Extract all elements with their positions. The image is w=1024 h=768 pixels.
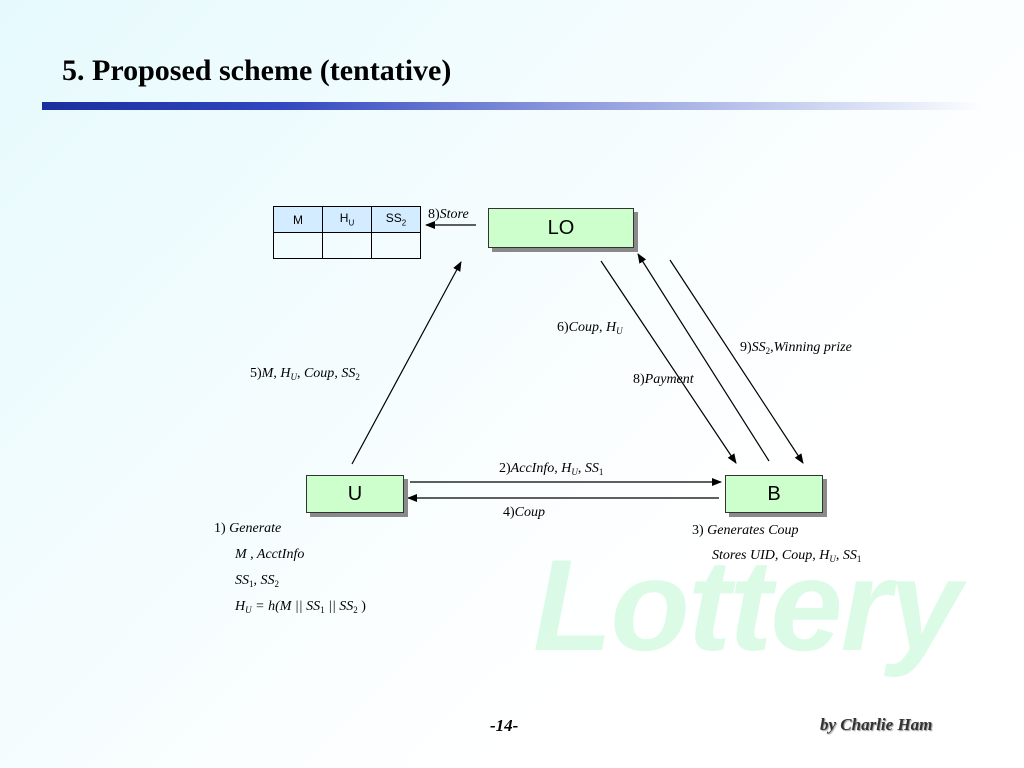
- note-b-line1: 3) Generates Coup: [692, 523, 799, 539]
- label-step2-ss-sub: 1: [598, 467, 604, 477]
- note-u-l4-h: H: [235, 599, 246, 614]
- note-u-l3-sep: ,: [253, 573, 261, 588]
- node-u: U: [306, 475, 404, 513]
- label-step5-ss: SS: [341, 366, 356, 381]
- slide-title: 5. Proposed scheme (tentative): [62, 54, 452, 87]
- note-b-stores-sub: 1: [856, 554, 862, 564]
- page-number: -14-: [490, 716, 519, 735]
- node-lo: LO: [488, 208, 634, 248]
- note-u-line2: M , AcctInfo: [235, 547, 305, 562]
- label-step6-h: H: [606, 320, 617, 335]
- note-u-l3-ss: SS: [235, 573, 249, 588]
- title-underline: [42, 102, 982, 110]
- label-step5-sep: ,: [334, 366, 342, 381]
- label-step5-sep: ,: [296, 366, 304, 381]
- label-step2-sep: ,: [577, 461, 585, 476]
- store-table-empty-row: [273, 232, 421, 259]
- header-hu-base: H: [339, 211, 349, 226]
- note-u-line1: 1) Generate: [214, 521, 281, 537]
- label-step5-h: H: [280, 366, 291, 381]
- note-u-l3-sub2: 2: [274, 579, 280, 589]
- label-step9-sep: ,: [770, 340, 774, 355]
- watermark: Lottery: [533, 532, 962, 678]
- store-table-cell: [322, 232, 372, 259]
- label-step9-ss: SS: [751, 340, 766, 355]
- store-table-cell: [371, 232, 421, 259]
- label-step5-num: 5): [250, 366, 262, 381]
- label-store: 8)Store: [428, 207, 469, 223]
- note-u-generate: Generate: [229, 521, 282, 536]
- note-b-generates: Generates Coup: [707, 523, 799, 538]
- label-step2-num: 2): [499, 461, 511, 476]
- label-payment: 8)Payment: [633, 372, 694, 388]
- label-step2-acc: AccInfo: [510, 461, 555, 476]
- label-step2: 2)AccInfo, HU, SS1: [499, 461, 603, 477]
- label-step9-num: 9): [740, 340, 752, 355]
- label-step6-coup: Coup: [568, 320, 600, 335]
- note-u-l4-sub2: 2: [353, 605, 358, 615]
- note-u-l3-sub1: 1: [249, 579, 254, 589]
- label-step4-text: Coup: [514, 505, 546, 520]
- label-step9-ss-sub: 2: [765, 346, 771, 356]
- store-table-header-ss2: SS2: [371, 206, 421, 233]
- label-step2-h-sub: U: [571, 467, 578, 477]
- label-step9: 9)SS2,Winning prize: [740, 340, 852, 356]
- store-table-header-hu: HU: [322, 206, 372, 233]
- arrow-b-to-lo-payment: [637, 253, 770, 462]
- store-table-header-m: M: [273, 206, 323, 233]
- arrow-u-to-table: [351, 261, 462, 465]
- label-step5-coup: Coup: [303, 366, 335, 381]
- note-u-l4-sub1: 1: [320, 605, 325, 615]
- note-b-line2: Stores UID, Coup, HU, SS1: [712, 548, 861, 564]
- author-credit: by Charlie Ham: [820, 715, 933, 734]
- label-step2-sep: ,: [554, 461, 562, 476]
- label-step5-m: M: [261, 366, 274, 381]
- note-u-l4-mid: || SS: [324, 599, 354, 614]
- label-payment-num: 8): [633, 372, 645, 387]
- header-hu-sub: U: [348, 218, 355, 228]
- label-step5: 5)M, HU, Coup, SS2: [250, 366, 360, 382]
- note-u-l3-ss: SS: [260, 573, 275, 588]
- store-table: M HU SS2: [273, 206, 421, 259]
- node-b: B: [725, 475, 823, 513]
- note-u-l4-eq: = h(M || SS: [251, 599, 321, 614]
- label-store-text: Store: [439, 207, 469, 222]
- label-step4-num: 4): [503, 505, 515, 520]
- label-step4: 4)Coup: [503, 505, 545, 521]
- note-b-stores-hs: U: [829, 554, 836, 564]
- label-step5-h-sub: U: [290, 372, 297, 382]
- store-table-header-row: M HU SS2: [273, 206, 421, 233]
- label-payment-text: Payment: [644, 372, 694, 387]
- label-step6-num: 6): [557, 320, 569, 335]
- label-step2-h: H: [561, 461, 572, 476]
- note-u-line4: HU = h(M || SS1 || SS2 ): [235, 599, 366, 615]
- store-table-cell: [273, 232, 323, 259]
- label-step9-prize: Winning prize: [773, 340, 852, 355]
- note-u-l4-end: ): [357, 599, 366, 614]
- arrow-lo-to-b-coup: [600, 260, 737, 464]
- label-step6-sep: ,: [599, 320, 607, 335]
- note-b-stores: Stores UID, Coup, H: [712, 548, 830, 563]
- note-b-num: 3): [692, 523, 704, 538]
- label-step6: 6)Coup, HU: [557, 320, 623, 336]
- note-u-num: 1): [214, 521, 226, 536]
- note-b-stores-sep: , SS: [835, 548, 857, 563]
- note-u-l4-hs: U: [245, 605, 252, 615]
- note-u-line3: SS1, SS2: [235, 573, 279, 589]
- label-step6-h-sub: U: [616, 326, 623, 336]
- header-ss2-sub: 2: [401, 218, 407, 228]
- header-ss2-base: SS: [385, 211, 402, 226]
- label-step5-ss-sub: 2: [355, 372, 360, 382]
- label-step5-sep: ,: [273, 366, 281, 381]
- arrow-lo-to-b-prize: [669, 259, 804, 464]
- label-step2-ss: SS: [584, 461, 599, 476]
- label-store-num: 8): [428, 207, 440, 222]
